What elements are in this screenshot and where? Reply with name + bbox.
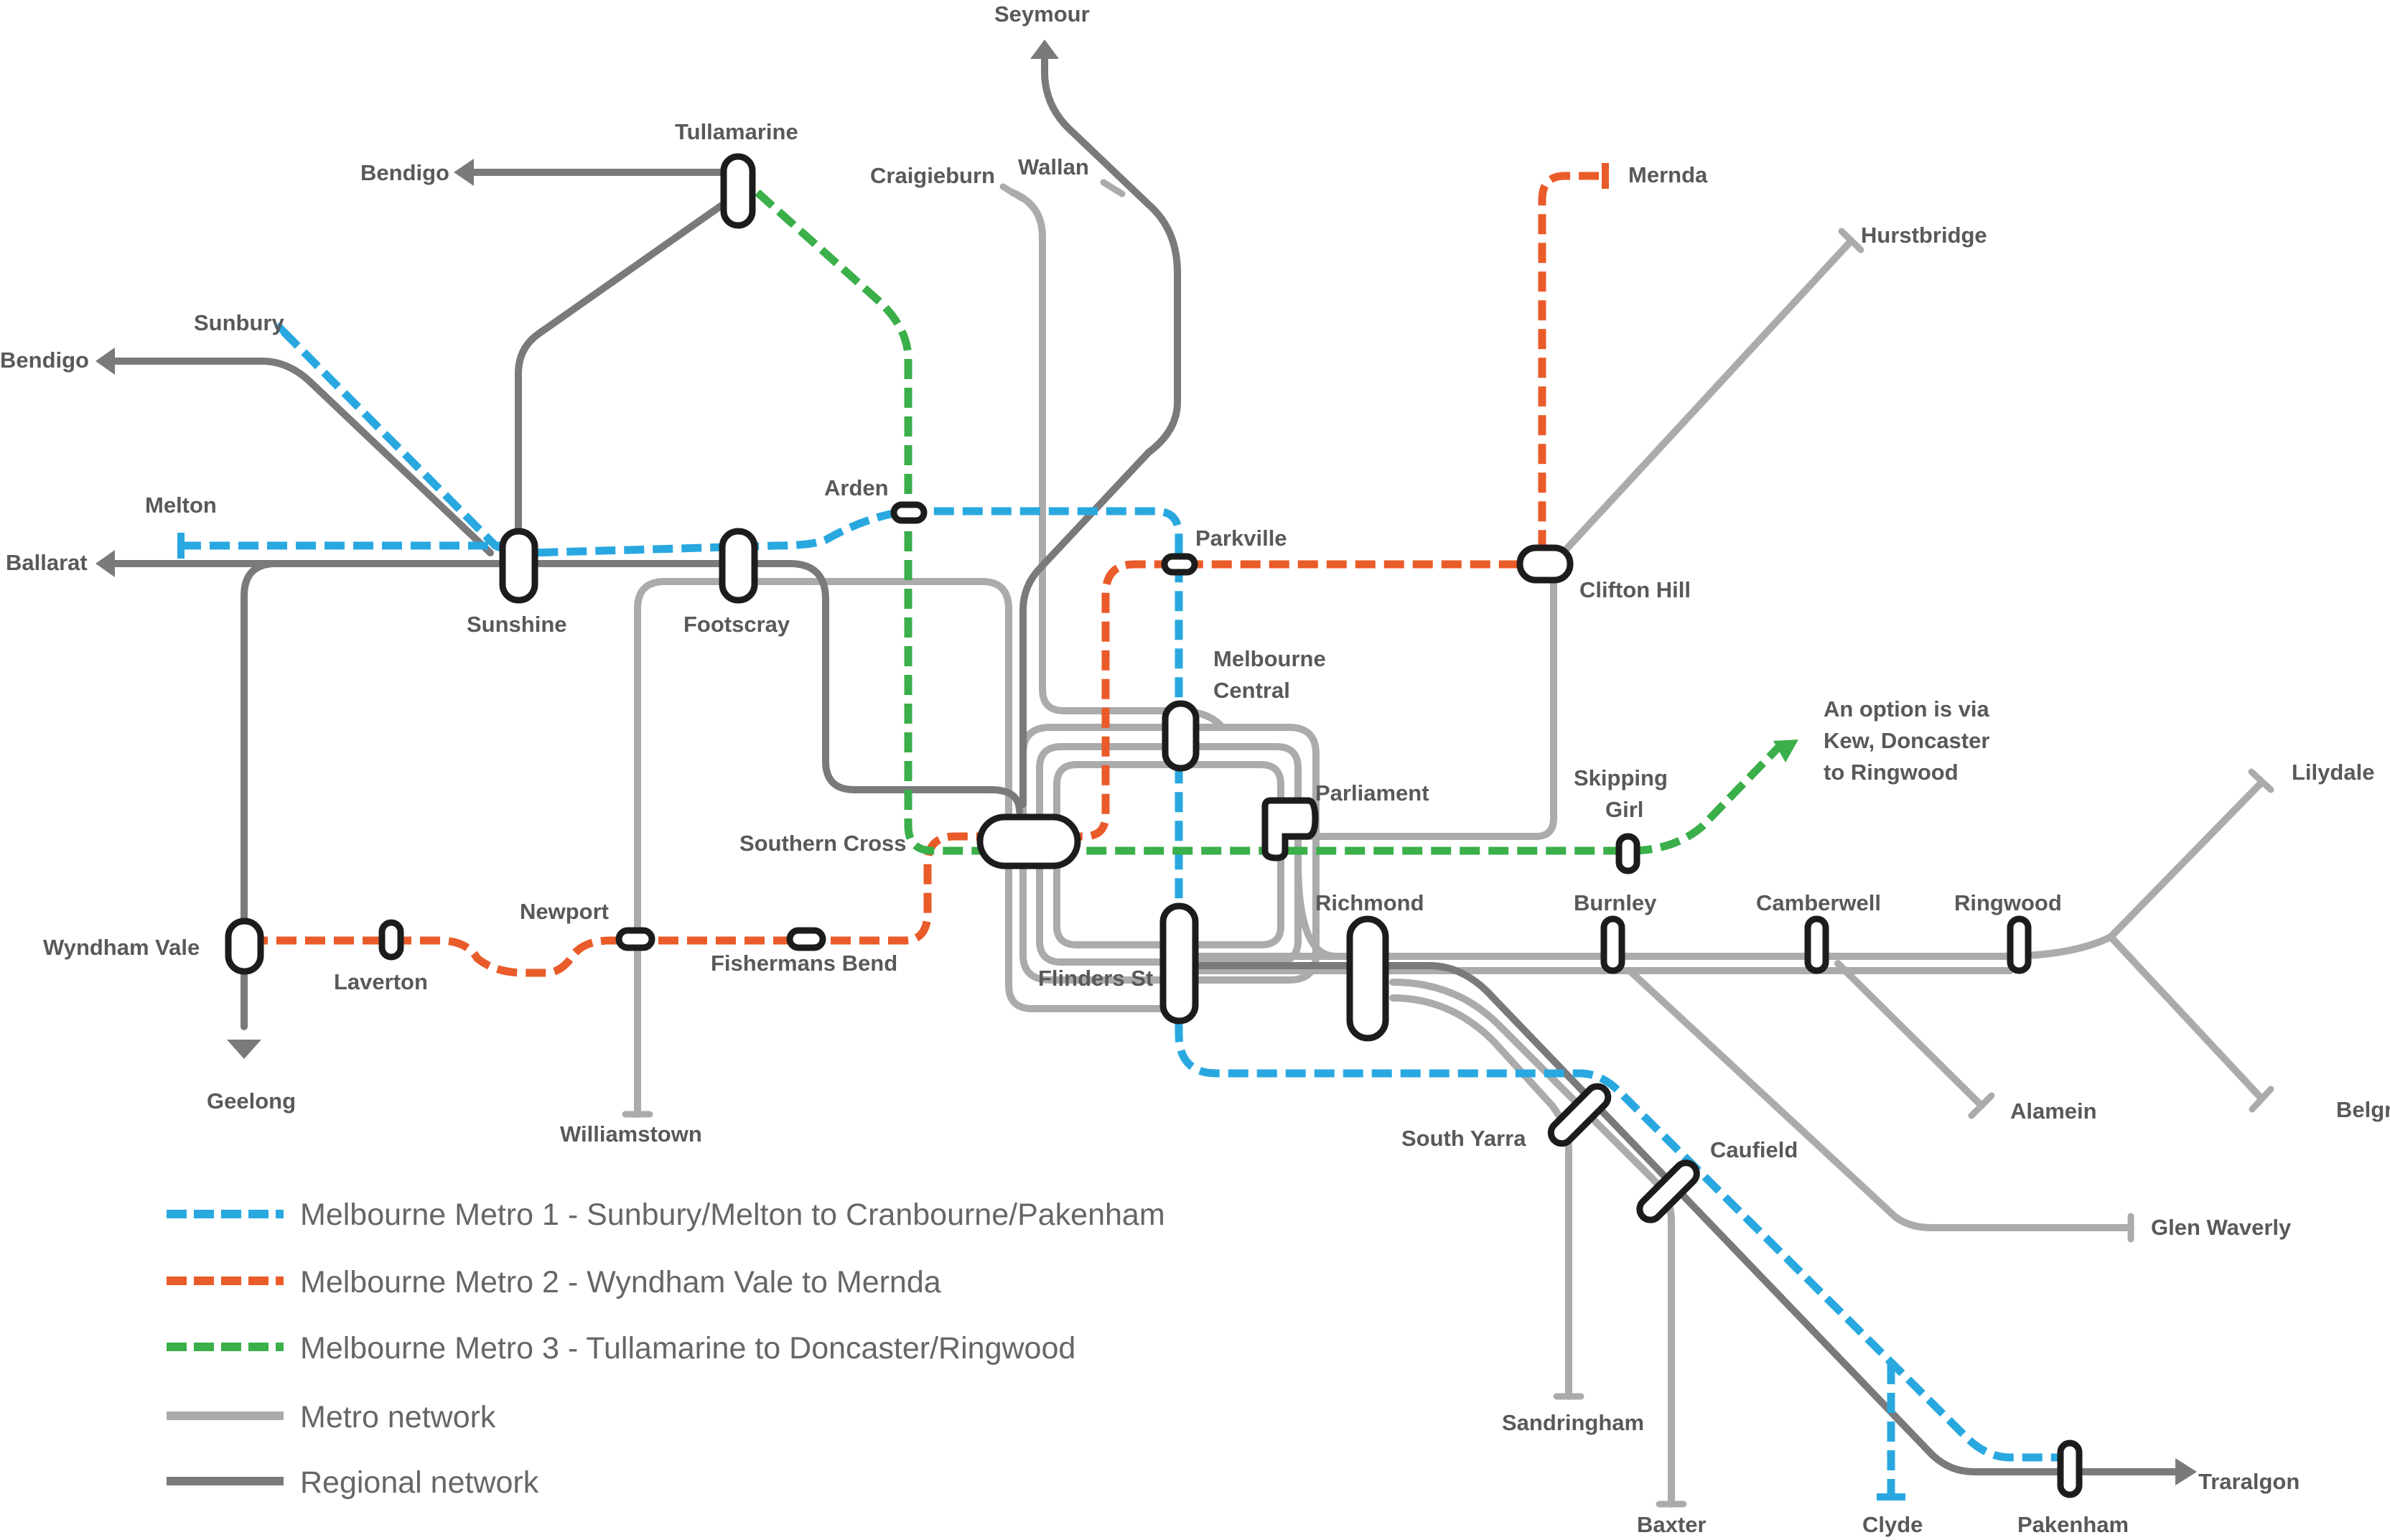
label-seymour: Seymour xyxy=(994,1,1090,27)
label-laverton: Laverton xyxy=(334,969,428,994)
station-caufield[interactable] xyxy=(1635,1158,1702,1224)
label-arden: Arden xyxy=(824,475,889,500)
label-craigieburn: Craigieburn xyxy=(870,163,995,188)
station-newport[interactable] xyxy=(615,927,655,951)
station-parliament[interactable] xyxy=(1261,797,1319,862)
label-note-1: An option is via xyxy=(1824,696,1990,722)
legend-item-regional: Regional network xyxy=(167,1465,539,1500)
label-glen-waverly: Glen Waverly xyxy=(2151,1215,2292,1240)
label-bendigo-left: Bendigo xyxy=(0,347,89,373)
legend-label-metro: Metro network xyxy=(300,1400,496,1434)
label-traralgon: Traralgon xyxy=(2198,1469,2300,1494)
label-newport: Newport xyxy=(520,899,609,924)
label-clifton-hill: Clifton Hill xyxy=(1579,577,1691,602)
label-tullamarine: Tullamarine xyxy=(675,119,798,144)
label-ringwood: Ringwood xyxy=(1954,890,2062,915)
regional-arrowheads xyxy=(95,39,2197,1485)
label-flinders-st: Flinders St xyxy=(1038,966,1153,991)
label-parliament: Parliament xyxy=(1315,780,1429,806)
label-lilydale: Lilydale xyxy=(2292,760,2374,785)
legend-label-mm3: Melbourne Metro 3 - Tullamarine to Donca… xyxy=(300,1331,1075,1366)
label-hurstbridge: Hurstbridge xyxy=(1861,223,1987,248)
label-pakenham: Pakenham xyxy=(2017,1512,2129,1537)
legend: Melbourne Metro 1 - Sunbury/Melton to Cr… xyxy=(167,1198,1165,1500)
label-baxter: Baxter xyxy=(1637,1512,1707,1537)
station-melbourne-central[interactable] xyxy=(1162,700,1200,772)
label-skipping-girl-2: Girl xyxy=(1605,797,1643,822)
label-wallan: Wallan xyxy=(1018,154,1089,179)
station-ringwood[interactable] xyxy=(2007,915,2032,974)
label-williamstown: Williamstown xyxy=(560,1121,702,1147)
station-clifton-hill[interactable] xyxy=(1516,544,1574,584)
melbourne-metro-2-line xyxy=(248,163,1609,977)
station-richmond[interactable] xyxy=(1346,915,1389,1042)
legend-item-metro: Metro network xyxy=(167,1400,496,1434)
legend-label-mm2: Melbourne Metro 2 - Wyndham Vale to Mern… xyxy=(300,1265,941,1299)
label-ballarat: Ballarat xyxy=(6,550,88,575)
station-arden[interactable] xyxy=(890,501,928,524)
label-south-yarra: South Yarra xyxy=(1401,1126,1526,1151)
station-burnley[interactable] xyxy=(1600,915,1625,974)
legend-label-regional: Regional network xyxy=(300,1465,539,1500)
regional-network-lines xyxy=(111,54,2179,1475)
label-footscray: Footscray xyxy=(683,612,790,637)
label-sandringham: Sandringham xyxy=(1502,1410,1644,1435)
melbourne-metro-3-line xyxy=(755,189,1798,855)
station-laverton[interactable] xyxy=(378,919,404,961)
legend-item-mm1: Melbourne Metro 1 - Sunbury/Melton to Cr… xyxy=(167,1198,1165,1232)
label-clyde: Clyde xyxy=(1862,1512,1923,1537)
label-melbourne-central-2: Central xyxy=(1213,678,1290,703)
label-burnley: Burnley xyxy=(1574,890,1657,915)
label-note-3: to Ringwood xyxy=(1824,760,1959,785)
station-fishermans-bend[interactable] xyxy=(786,927,826,951)
melbourne-metro-1-line xyxy=(177,322,2068,1501)
label-camberwell: Camberwell xyxy=(1756,890,1881,915)
label-alamein: Alamein xyxy=(2010,1098,2097,1124)
station-sunshine[interactable] xyxy=(499,528,538,604)
label-melbourne-central-1: Melbourne xyxy=(1213,646,1326,671)
label-mernda: Mernda xyxy=(1628,162,1708,187)
label-melton: Melton xyxy=(145,493,217,518)
label-fishermans-bend: Fishermans Bend xyxy=(711,951,897,976)
label-caufield: Caufield xyxy=(1710,1137,1798,1162)
label-geelong: Geelong xyxy=(207,1088,296,1114)
label-belgrave: Belgrave xyxy=(2336,1097,2390,1122)
station-southern-cross[interactable] xyxy=(976,813,1081,869)
label-sunshine: Sunshine xyxy=(467,612,567,637)
station-pakenham[interactable] xyxy=(2057,1439,2083,1498)
label-wyndham-vale: Wyndham Vale xyxy=(43,935,200,960)
label-sunbury: Sunbury xyxy=(194,310,284,335)
metro-termini xyxy=(622,179,2274,1508)
stations xyxy=(225,153,2083,1498)
label-note-2: Kew, Doncaster xyxy=(1824,728,1989,753)
station-flinders-st[interactable] xyxy=(1159,902,1199,1025)
station-footscray[interactable] xyxy=(719,528,758,604)
station-wyndham-vale[interactable] xyxy=(225,918,264,975)
station-south-yarra[interactable] xyxy=(1546,1082,1612,1148)
label-skipping-girl-1: Skipping xyxy=(1574,765,1668,790)
label-parkville: Parkville xyxy=(1195,526,1287,551)
legend-item-mm2: Melbourne Metro 2 - Wyndham Vale to Mern… xyxy=(167,1265,941,1299)
legend-label-mm1: Melbourne Metro 1 - Sunbury/Melton to Cr… xyxy=(300,1198,1165,1232)
label-bendigo-top: Bendigo xyxy=(360,160,449,185)
label-southern-cross: Southern Cross xyxy=(739,831,907,856)
label-richmond: Richmond xyxy=(1315,890,1424,915)
station-camberwell[interactable] xyxy=(1804,915,1829,974)
legend-item-mm3: Melbourne Metro 3 - Tullamarine to Donca… xyxy=(167,1331,1075,1366)
station-tullamarine[interactable] xyxy=(720,153,756,229)
station-parkville[interactable] xyxy=(1161,553,1198,576)
station-skipping-girl[interactable] xyxy=(1615,833,1640,874)
